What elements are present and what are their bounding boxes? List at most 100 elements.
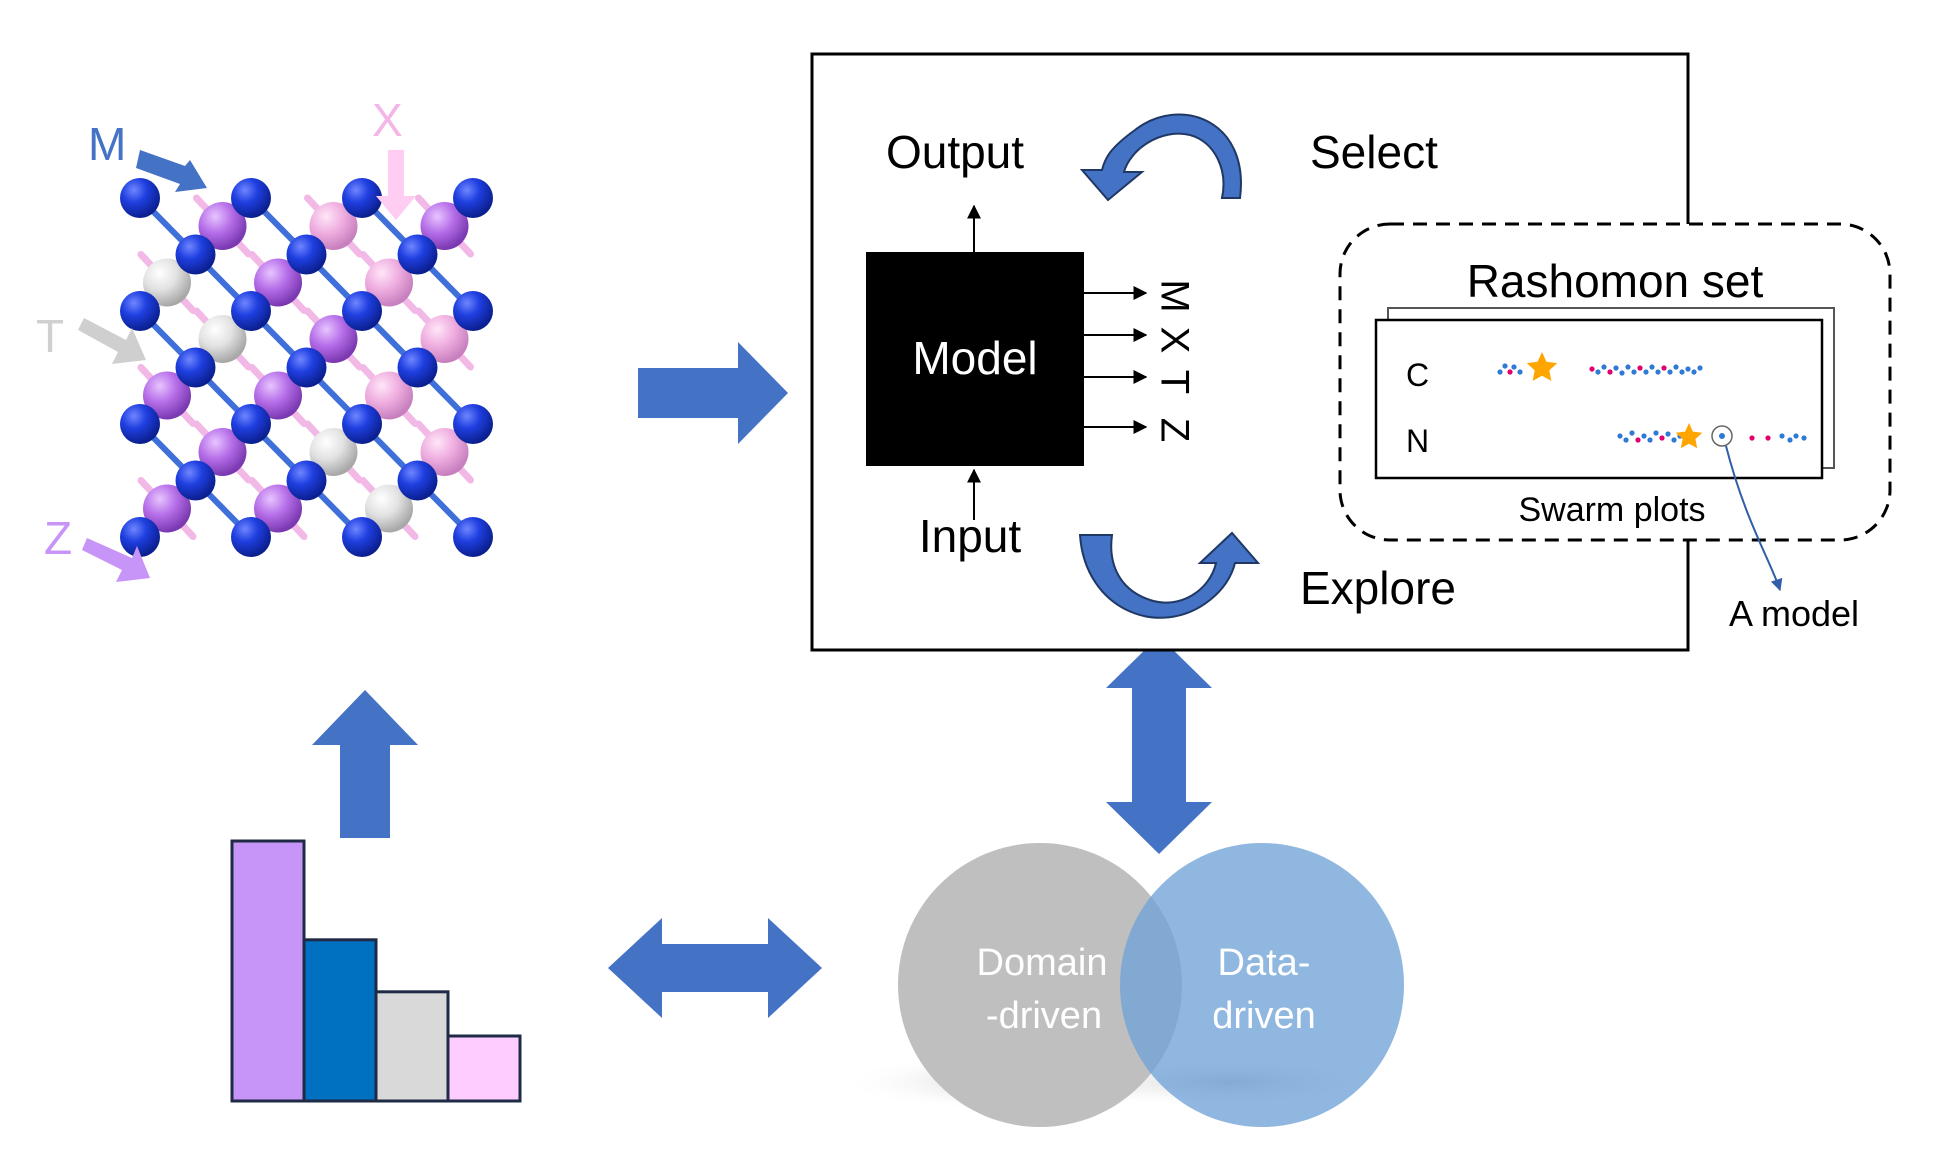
- swarm-dot: [1613, 365, 1619, 371]
- atom-m: [175, 234, 216, 275]
- swarm-dot: [1619, 370, 1625, 376]
- label-x: X: [372, 94, 416, 220]
- explore-cycle-arrow: [1078, 531, 1261, 619]
- atom-x: [365, 258, 413, 307]
- atom-z: [420, 202, 469, 250]
- atom-m: [453, 291, 493, 331]
- label-x-arrow: [376, 150, 416, 220]
- swarm-dot: [1601, 364, 1607, 370]
- bar: [302, 938, 378, 1103]
- venn-right-line2: driven: [1212, 995, 1316, 1037]
- atom-t: [198, 315, 247, 363]
- swarm-dot: [1497, 369, 1503, 375]
- atom-m: [286, 234, 327, 275]
- swarm-dot: [1679, 369, 1685, 375]
- atom-m: [231, 291, 271, 331]
- atom-m: [342, 291, 382, 331]
- swarm-plot: [1497, 352, 1807, 449]
- atom-m: [342, 517, 382, 557]
- atom-m: [175, 347, 216, 388]
- swarm-dot: [1647, 437, 1653, 443]
- label-m-text: M: [88, 118, 126, 170]
- swarm-dot: [1502, 363, 1508, 369]
- atom-m: [231, 404, 271, 444]
- output-feature-label: M: [1152, 279, 1196, 312]
- atom-m: [286, 347, 327, 388]
- swarm-dot: [1653, 430, 1659, 436]
- swarm-dot: [1749, 435, 1755, 441]
- atom-m: [120, 178, 160, 218]
- arrow-bars-to-crystal: [312, 690, 418, 838]
- arrow-crystal-to-model: [638, 342, 788, 444]
- atom-z: [143, 484, 191, 533]
- output-feature-label: T: [1152, 370, 1196, 394]
- atom-x: [420, 428, 469, 476]
- swarm-dot: [1595, 369, 1601, 375]
- swarm-dot: [1787, 437, 1793, 443]
- model-block: [866, 252, 1084, 466]
- swarm-star-n: [1675, 423, 1703, 449]
- label-z-arrow: [82, 538, 150, 582]
- arrow-model-venn: [1106, 636, 1212, 854]
- atom-m: [397, 460, 438, 501]
- bar: [374, 990, 450, 1103]
- atom-m: [397, 234, 438, 275]
- swarm-dot: [1507, 369, 1513, 375]
- swarm-dot: [1665, 431, 1671, 437]
- label-m: M: [88, 118, 207, 192]
- swarm-dot: [1655, 369, 1661, 375]
- atom-z: [254, 258, 302, 307]
- venn-left-line1: Domain: [977, 942, 1108, 984]
- atom-m: [342, 404, 382, 444]
- rashomon-set: Rashomon set C N Swarm plots A model: [1338, 222, 1892, 634]
- swarm-dot: [1625, 364, 1631, 370]
- atom-t: [143, 258, 191, 307]
- atom-m: [286, 460, 327, 501]
- swarm-dot: [1649, 364, 1655, 370]
- bar: [446, 1034, 522, 1103]
- select-label: Select: [1310, 126, 1438, 178]
- swarm-dot: [1685, 366, 1691, 372]
- model-label: Model: [912, 332, 1037, 384]
- atom-m: [453, 178, 493, 218]
- atom-m: [397, 347, 438, 388]
- swarm-dot: [1623, 437, 1629, 443]
- swarm-dot: [1801, 435, 1807, 441]
- arrow-bars-venn: [608, 918, 822, 1018]
- atom-m: [453, 404, 493, 444]
- swarm-caption: Swarm plots: [1518, 491, 1705, 529]
- swarm-dot: [1671, 437, 1677, 443]
- swarm-dot: [1607, 369, 1613, 375]
- swarm-dot: [1517, 369, 1523, 375]
- label-z-text: Z: [44, 512, 72, 564]
- venn-domain-circle: [898, 843, 1182, 1127]
- atom-m: [342, 178, 382, 218]
- label-m-arrow: [136, 150, 207, 192]
- swarm-dot: [1779, 433, 1785, 439]
- swarm-dot: [1617, 433, 1623, 439]
- highlighted-model-ring: [1711, 425, 1733, 447]
- venn-left-line2: -driven: [986, 995, 1102, 1037]
- atom-z: [143, 371, 191, 420]
- atom-m: [453, 517, 493, 557]
- highlighted-model-dot: [1719, 433, 1725, 439]
- swarm-row-c: C: [1406, 357, 1429, 393]
- label-t-text: T: [36, 310, 64, 362]
- swarm-dot: [1635, 437, 1641, 443]
- swarm-row-n: N: [1406, 423, 1429, 459]
- label-t: T: [36, 310, 146, 364]
- swarm-dot: [1793, 433, 1799, 439]
- swarm-dot: [1643, 369, 1649, 375]
- atom-z: [254, 371, 302, 420]
- annotation-pointer: [1725, 445, 1783, 592]
- swarm-dot: [1511, 364, 1517, 370]
- swarm-dot: [1661, 365, 1667, 371]
- annotation-text: A model: [1729, 593, 1859, 634]
- select-cycle-arrow: [1079, 113, 1242, 202]
- swarm-dot: [1667, 369, 1673, 375]
- output-label: Output: [886, 126, 1024, 178]
- atom-z: [254, 484, 302, 533]
